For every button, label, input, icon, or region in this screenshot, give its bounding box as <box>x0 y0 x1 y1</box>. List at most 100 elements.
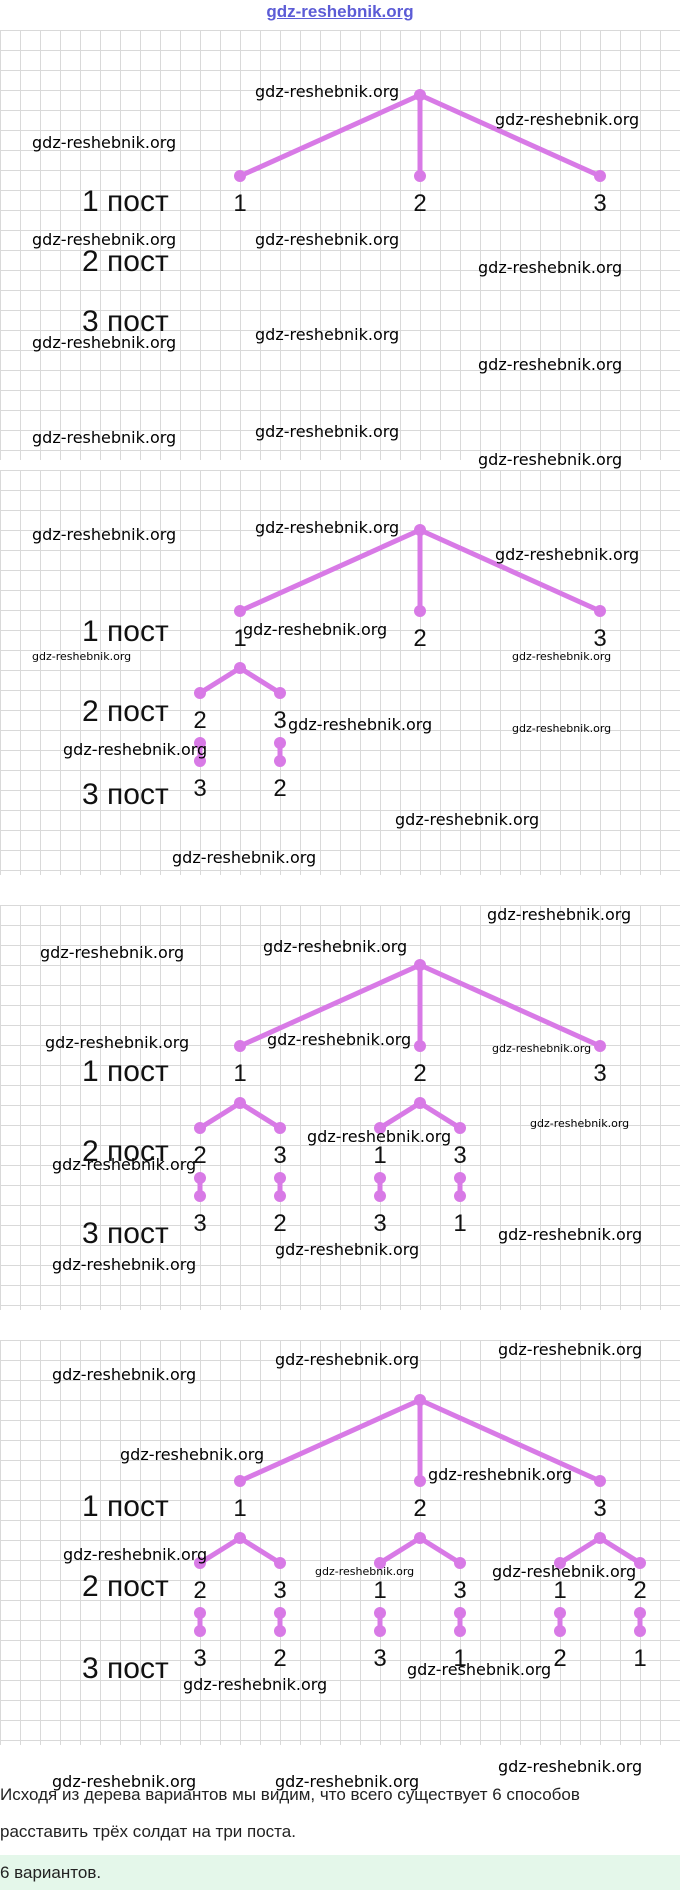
watermark: gdz-reshebnik.org <box>498 1225 643 1244</box>
tree-node-dot <box>414 959 426 971</box>
watermark: gdz-reshebnik.org <box>255 325 400 344</box>
tree-node-dot <box>454 1122 466 1134</box>
level3-label: 3 <box>373 1210 386 1237</box>
tree-node-dot <box>374 1607 386 1619</box>
tree-edge <box>597 1535 643 1566</box>
tree-node-dot <box>234 1040 246 1052</box>
tree-edge <box>377 1535 423 1566</box>
watermark: gdz-reshebnik.org <box>407 1660 552 1679</box>
tree-edge <box>237 962 423 1049</box>
level1-label: 1 <box>233 625 246 652</box>
watermark: gdz-reshebnik.org <box>32 525 177 544</box>
post-label-1: 1 пост <box>82 1490 169 1523</box>
tree-node-dot <box>374 1190 386 1202</box>
watermark: gdz-reshebnik.org <box>492 1562 637 1581</box>
tree-node-dot <box>554 1625 566 1637</box>
tree-edge <box>197 1535 243 1566</box>
tree-node-dot <box>594 1475 606 1487</box>
tree-node-dot <box>234 170 246 182</box>
watermark: gdz-reshebnik.org <box>172 848 317 867</box>
tree-node-dot <box>274 737 286 749</box>
watermark: gdz-reshebnik.org <box>63 1545 208 1564</box>
watermark: gdz-reshebnik.org <box>492 1042 592 1055</box>
level2-label: 3 <box>453 1142 466 1169</box>
watermark: gdz-reshebnik.org <box>63 740 208 759</box>
tree-node-dot <box>554 1557 566 1569</box>
level2-label: 3 <box>273 1142 286 1169</box>
level2-label: 3 <box>273 1577 286 1604</box>
tree-node-dot <box>634 1557 646 1569</box>
level2-label: 3 <box>273 707 286 734</box>
tree-node-dot <box>554 1607 566 1619</box>
level2-label: 1 <box>373 1577 386 1604</box>
answer-box: 6 вариантов. <box>0 1855 680 1890</box>
post-label-3: 3 пост <box>82 1652 169 1685</box>
tree-node-dot <box>414 605 426 617</box>
level3-label: 3 <box>193 1645 206 1672</box>
tree-edge <box>557 1535 603 1566</box>
level3-label: 3 <box>373 1645 386 1672</box>
level3-label: 2 <box>273 775 286 802</box>
tree-node-dot <box>194 755 206 767</box>
tree-node-dot <box>194 737 206 749</box>
tree-node-dot <box>374 1172 386 1184</box>
tree-node-dot <box>594 1040 606 1052</box>
watermark: gdz-reshebnik.org <box>255 230 400 249</box>
tree-edge <box>417 92 603 179</box>
watermark: gdz-reshebnik.org <box>512 722 612 735</box>
tree-node-dot <box>414 89 426 101</box>
watermark: gdz-reshebnik.org <box>255 422 400 441</box>
tree-node-dot <box>194 687 206 699</box>
level1-label: 3 <box>593 190 606 217</box>
tree-edge <box>417 527 603 614</box>
watermark: gdz-reshebnik.org <box>275 1240 420 1259</box>
watermark: gdz-reshebnik.org <box>40 943 185 962</box>
tree-node-dot <box>274 1172 286 1184</box>
watermark: gdz-reshebnik.org <box>243 620 388 639</box>
tree-node-dot <box>374 1122 386 1134</box>
watermark: gdz-reshebnik.org <box>32 428 177 447</box>
watermark: gdz-reshebnik.org <box>32 133 177 152</box>
tree-node-dot <box>594 605 606 617</box>
tree-edge <box>237 1535 283 1566</box>
tree-edge <box>237 665 283 696</box>
level3-label: 2 <box>273 1645 286 1672</box>
tree-edge <box>417 962 603 1049</box>
level2-label: 2 <box>193 707 206 734</box>
level3-label: 2 <box>273 1210 286 1237</box>
tree-edge <box>417 1535 463 1566</box>
level1-label: 2 <box>413 1495 426 1522</box>
watermark: gdz-reshebnik.org <box>52 1365 197 1384</box>
tree-node-dot <box>634 1607 646 1619</box>
level2-label: 2 <box>193 1142 206 1169</box>
post-label-3: 3 пост <box>82 305 169 338</box>
tree-node-dot <box>374 1557 386 1569</box>
tree-edge <box>197 1100 243 1131</box>
post-label-1: 1 пост <box>82 185 169 218</box>
post-label-1: 1 пост <box>82 1055 169 1088</box>
tree-edge <box>417 1100 463 1131</box>
tree-edge <box>237 527 423 614</box>
watermark: gdz-reshebnik.org <box>52 1772 197 1791</box>
level1-label: 3 <box>593 1495 606 1522</box>
tree-edge <box>417 1397 603 1484</box>
tree-node-dot <box>194 1172 206 1184</box>
tree-node-dot <box>594 170 606 182</box>
tree-node-dot <box>234 1475 246 1487</box>
watermark: gdz-reshebnik.org <box>275 1772 420 1791</box>
post-label-2: 2 пост <box>82 1570 169 1603</box>
tree-node-dot <box>194 1190 206 1202</box>
watermark: gdz-reshebnik.org <box>52 1155 197 1174</box>
watermark: gdz-reshebnik.org <box>288 715 433 734</box>
watermark: gdz-reshebnik.org <box>498 1340 643 1359</box>
watermark: gdz-reshebnik.org <box>487 905 632 924</box>
watermark: gdz-reshebnik.org <box>428 1465 573 1484</box>
site-link[interactable]: gdz-reshebnik.org <box>266 2 414 21</box>
tree-node-dot <box>374 1625 386 1637</box>
tree-edge <box>197 665 243 696</box>
